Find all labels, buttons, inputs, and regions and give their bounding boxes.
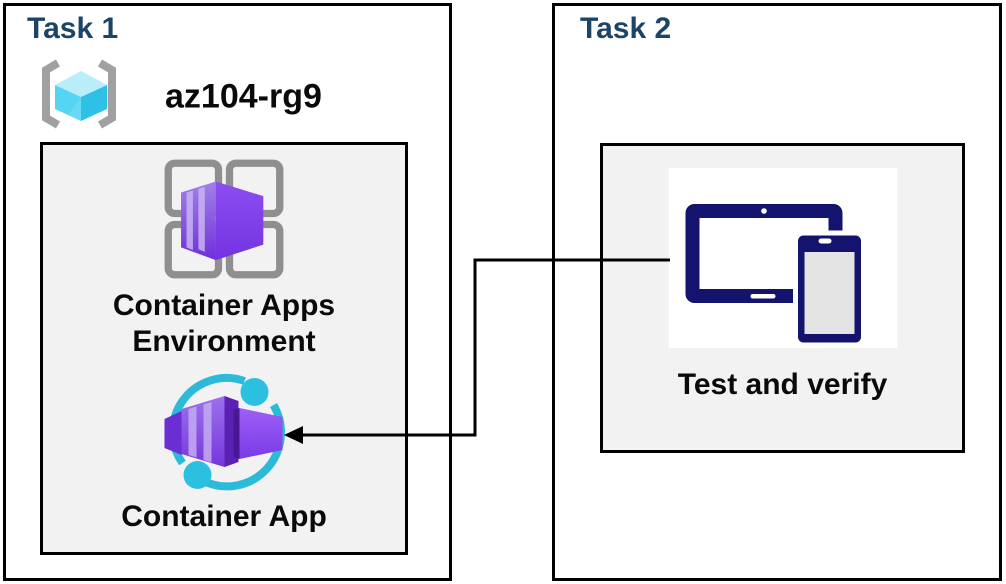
environment-label-line2: Environment [132,325,316,358]
container-app-label: Container App [121,500,327,533]
container-apps-environment-icon [164,159,284,279]
task1-heading: Task 1 [27,12,119,45]
task2-box: Task 2 Test and verify [552,3,1002,581]
azure-resource-group-icon [42,59,116,129]
resource-group-name: az104-rg9 [165,77,322,116]
device-icon-plate [668,168,897,348]
container-environment-panel: Container Apps Environment [40,142,408,555]
container-app-icon [164,373,285,491]
environment-label: Container Apps Environment [43,288,405,360]
resource-group-row: az104-rg9 [33,55,433,139]
task2-heading: Task 2 [580,12,672,45]
task1-box: Task 1 az104-rg9 [3,3,452,581]
test-and-verify-label: Test and verify [677,368,888,401]
test-verify-panel: Test and verify [600,143,965,453]
tablet-and-phone-icon [685,204,866,348]
environment-label-line1: Container Apps [112,289,336,322]
